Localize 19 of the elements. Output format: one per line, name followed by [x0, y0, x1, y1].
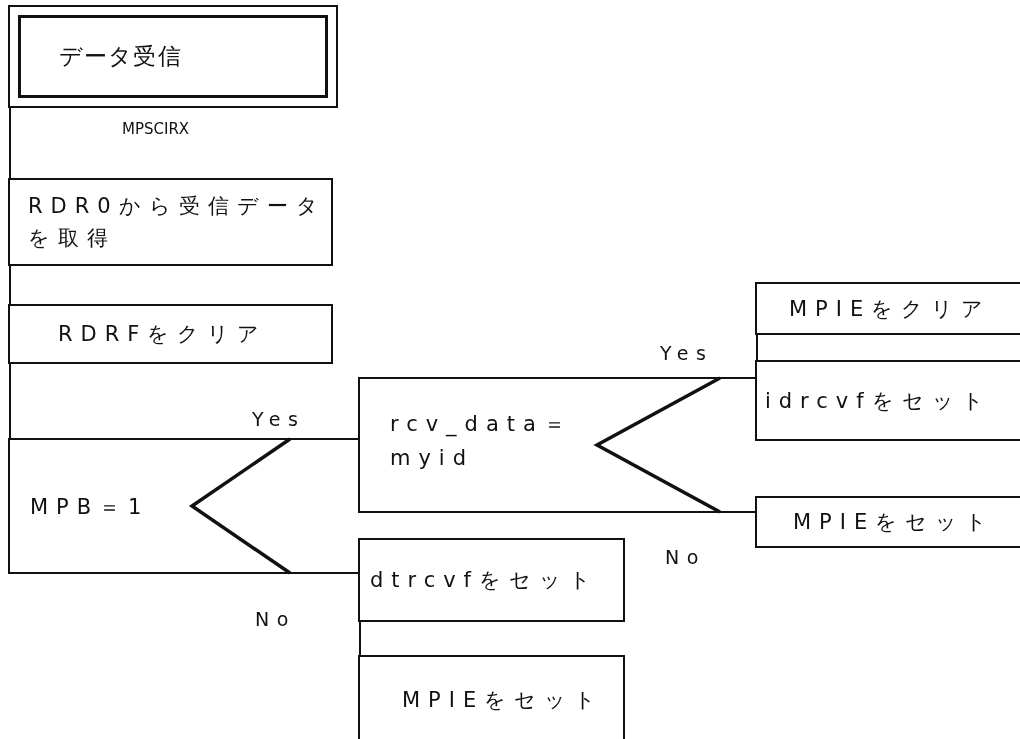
connector-line [756, 334, 758, 361]
module-box: データ受信 [8, 5, 338, 108]
process-box: MPIEをセット [358, 655, 625, 739]
connector-line [9, 265, 11, 305]
process-box: MPIEをクリア [755, 282, 1020, 335]
process-box: RDRFをクリア [8, 304, 333, 364]
process-box: RDR0から受信データを取得 [8, 178, 333, 266]
process-box: dtrcvfをセット [358, 538, 625, 622]
connector-line [719, 377, 756, 379]
process-box: idrcvfをセット [755, 360, 1020, 441]
process-box: MPIEをセット [755, 496, 1020, 548]
condition-text: rcv_data＝myid [390, 411, 574, 472]
connector-line [719, 511, 756, 513]
connector-line [289, 438, 359, 440]
connector-line [359, 621, 361, 656]
connector-line [9, 363, 11, 439]
connector-line [9, 107, 11, 179]
connector-line [289, 572, 359, 574]
condition-text: MPB＝1 [30, 494, 151, 521]
